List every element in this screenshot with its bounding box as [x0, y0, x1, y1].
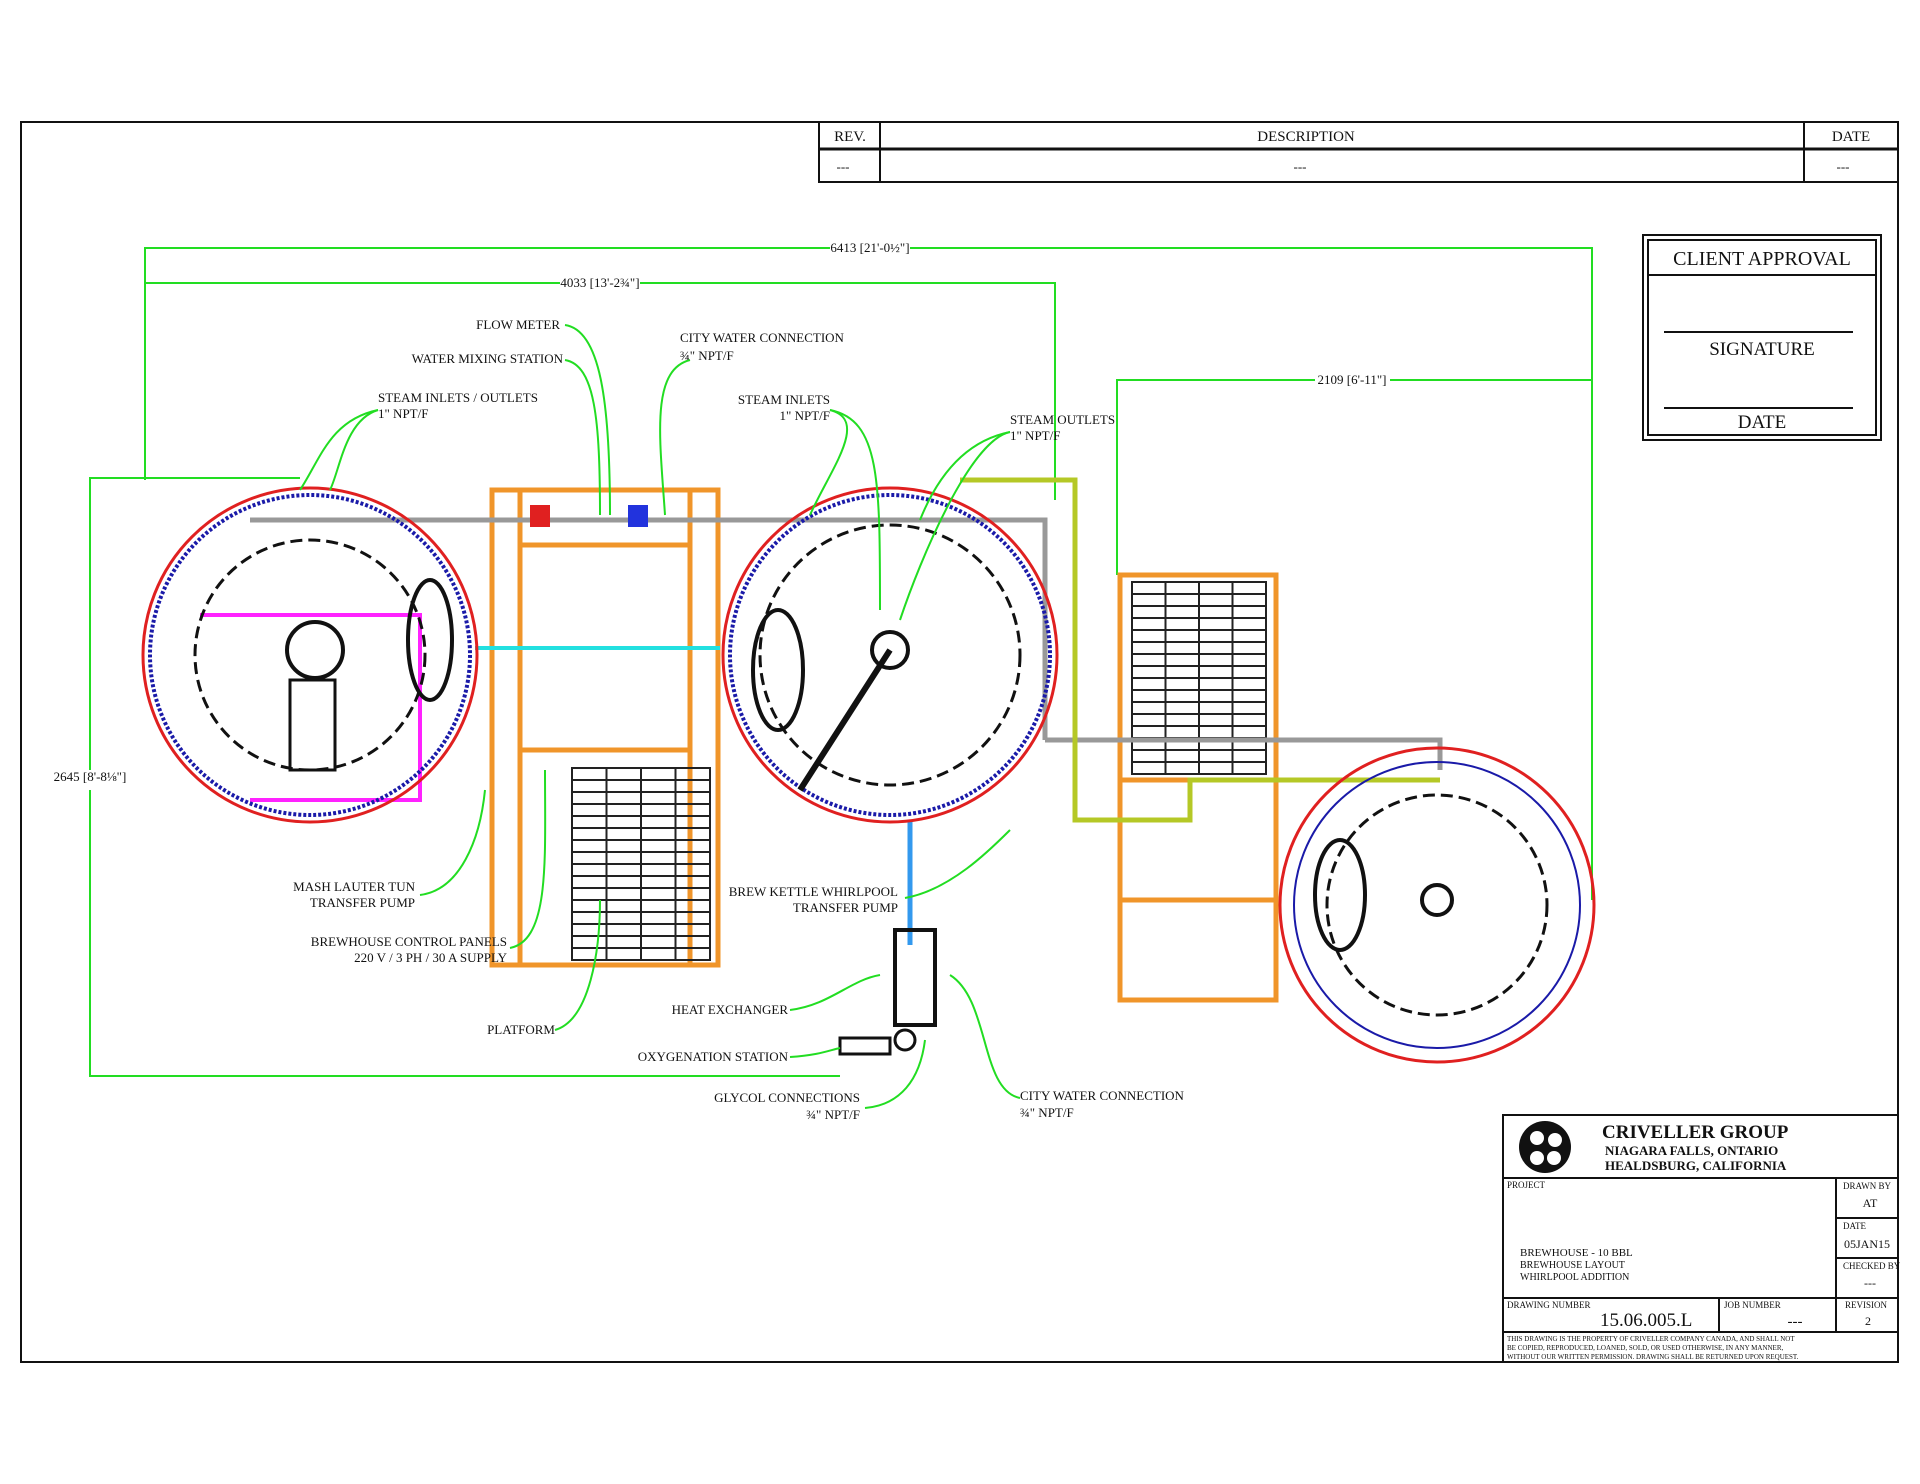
project-line-2: BREWHOUSE LAYOUT — [1520, 1260, 1625, 1271]
callout-glycol-2: ¾" NPT/F — [806, 1107, 860, 1122]
job-number-value: --- — [1788, 1314, 1803, 1330]
company-location-1: NIAGARA FALLS, ONTARIO — [1605, 1143, 1778, 1158]
client-approval-box: CLIENT APPROVAL SIGNATURE DATE — [1642, 234, 1882, 441]
heat-exchanger — [838, 928, 937, 1056]
dimension-lines: 6413 [21'-0½"] 4033 [13'-2¾"] 2109 [6'-1… — [54, 240, 1593, 1077]
job-number-label: JOB NUMBER — [1724, 1300, 1781, 1310]
revision-label: REVISION — [1845, 1300, 1887, 1310]
company-location-2: HEALDSBURG, CALIFORNIA — [1605, 1158, 1787, 1173]
callout-steam-inlets-2: 1" NPT/F — [780, 408, 830, 423]
callout-kettle-pump-2: TRANSFER PUMP — [793, 900, 898, 915]
signature-label: SIGNATURE — [1709, 339, 1815, 360]
callout-city-water-bottom-1: CITY WATER CONNECTION — [1020, 1088, 1185, 1103]
date-cell: --- — [1837, 159, 1850, 174]
callout-steam-inlets-outlets-1: STEAM INLETS / OUTLETS — [378, 390, 538, 405]
callout-steam-outlets-1: STEAM OUTLETS — [1010, 412, 1115, 427]
callout-city-water-top-2: ¾" NPT/F — [680, 348, 734, 363]
dim-whirlpool-offset: 2109 [6'-11"] — [1318, 372, 1387, 387]
callout-oxygenation-station: OXYGENATION STATION — [638, 1049, 789, 1064]
description-cell: --- — [1294, 159, 1307, 174]
callout-city-water-top-1: CITY WATER CONNECTION — [680, 330, 845, 345]
callout-mash-pump-1: MASH LAUTER TUN — [293, 879, 415, 894]
date-label-tb: DATE — [1843, 1221, 1866, 1231]
notice-line-3: WITHOUT OUR WRITTEN PERMISSION. DRAWING … — [1507, 1353, 1799, 1361]
callout-control-panels-2: 220 V / 3 PH / 30 A SUPPLY — [354, 950, 507, 965]
rev-header: REV. — [834, 129, 866, 145]
callouts: FLOW METER WATER MIXING STATION CITY WAT… — [293, 317, 1184, 1122]
platform-grating — [572, 582, 1266, 960]
date-label: DATE — [1738, 412, 1787, 433]
project-label: PROJECT — [1507, 1180, 1546, 1190]
dim-overall-depth: 2645 [8'-8⅛"] — [54, 769, 127, 784]
callout-platform: PLATFORM — [487, 1022, 555, 1037]
drawn-by-label: DRAWN BY — [1843, 1181, 1892, 1191]
client-approval-title: CLIENT APPROVAL — [1673, 248, 1851, 270]
date-value: 05JAN15 — [1844, 1237, 1890, 1251]
revision-value: 2 — [1865, 1314, 1871, 1328]
sheet-border — [20, 121, 1899, 1363]
drawing-number-label: DRAWING NUMBER — [1507, 1300, 1591, 1310]
criveller-logo-icon — [1519, 1121, 1571, 1173]
drawing-number-value: 15.06.005.L — [1600, 1310, 1692, 1331]
notice-line-2: BE COPIED, REPRODUCED, LOANED, SOLD, OR … — [1507, 1344, 1783, 1352]
whirlpool-tank — [1278, 746, 1596, 1064]
project-line-1: BREWHOUSE - 10 BBL — [1520, 1247, 1633, 1259]
date-header: DATE — [1832, 129, 1870, 145]
dim-overall-width: 6413 [21'-0½"] — [830, 240, 909, 255]
callout-water-mixing-station: WATER MIXING STATION — [412, 351, 564, 366]
title-block: CRIVELLER GROUP NIAGARA FALLS, ONTARIO H… — [1502, 1114, 1901, 1363]
platform-1 — [489, 487, 721, 968]
drawn-by-value: AT — [1863, 1196, 1878, 1210]
callout-kettle-pump-1: BREW KETTLE WHIRLPOOL — [729, 884, 898, 899]
rev-cell: --- — [837, 159, 850, 174]
piping — [200, 477, 1443, 945]
checked-by-label: CHECKED BY — [1843, 1261, 1901, 1271]
project-line-3: WHIRLPOOL ADDITION — [1520, 1272, 1629, 1283]
callout-glycol-1: GLYCOL CONNECTIONS — [714, 1090, 860, 1105]
dim-width-to-kettle: 4033 [13'-2¾"] — [560, 275, 639, 290]
callout-steam-outlets-2: 1" NPT/F — [1010, 428, 1060, 443]
brew-kettle — [721, 486, 1059, 824]
callout-heat-exchanger: HEAT EXCHANGER — [672, 1002, 789, 1017]
callout-control-panels-1: BREWHOUSE CONTROL PANELS — [311, 934, 507, 949]
callout-steam-inlets-outlets-2: 1" NPT/F — [378, 406, 428, 421]
revision-table: REV. DESCRIPTION DATE --- --- --- — [818, 121, 1899, 183]
mash-lauter-tun — [141, 486, 479, 824]
callout-steam-inlets-1: STEAM INLETS — [738, 392, 830, 407]
notice-line-1: THIS DRAWING IS THE PROPERTY OF CRIVELLE… — [1507, 1335, 1795, 1343]
callout-leaders — [299, 324, 1021, 1109]
callout-flow-meter: FLOW METER — [476, 317, 560, 332]
checked-by-value: --- — [1864, 1276, 1876, 1290]
description-header: DESCRIPTION — [1257, 129, 1355, 145]
company-name: CRIVELLER GROUP — [1602, 1122, 1789, 1143]
callout-city-water-bottom-2: ¾" NPT/F — [1020, 1105, 1074, 1120]
callout-mash-pump-2: TRANSFER PUMP — [310, 895, 415, 910]
